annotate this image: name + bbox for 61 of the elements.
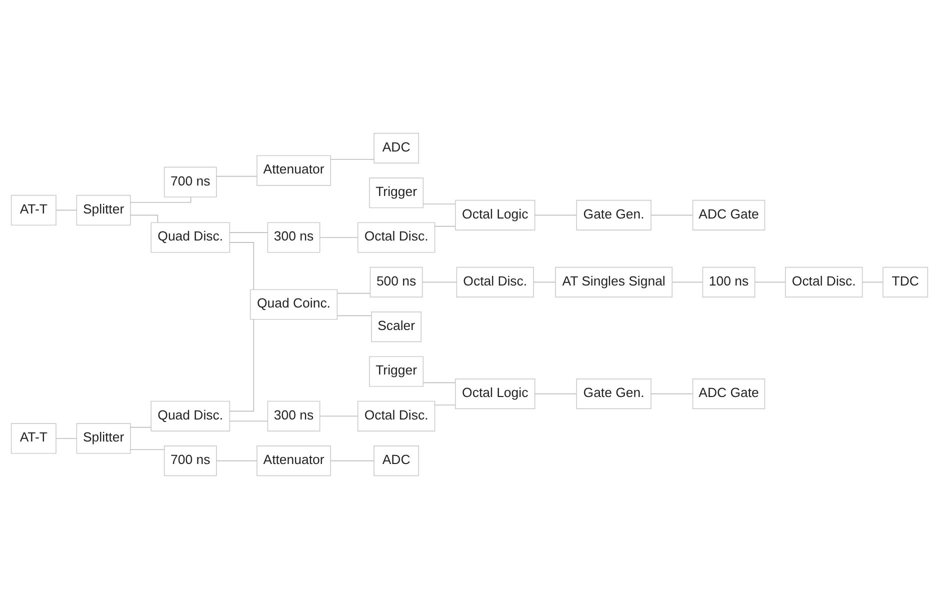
node-box: AT-T — [10, 194, 56, 226]
node-box: Scaler — [371, 311, 422, 342]
connector — [56, 209, 77, 210]
node-box: ADC Gate — [692, 378, 766, 409]
node-box: AT-T — [10, 422, 56, 454]
connector — [336, 314, 372, 316]
node-box: Trigger — [369, 177, 424, 208]
connector — [672, 281, 704, 282]
node-box: Trigger — [369, 356, 424, 386]
node-box: Gate Gen. — [576, 199, 652, 230]
connector — [434, 404, 456, 405]
node-box: ADC — [374, 132, 420, 163]
connector — [336, 292, 370, 294]
connector — [229, 420, 268, 422]
node-box: AT Singles Signal — [555, 266, 673, 297]
connector — [533, 281, 556, 282]
connector — [422, 382, 456, 383]
connector — [130, 426, 152, 428]
connector — [216, 460, 258, 461]
node-box: Octal Disc. — [785, 266, 863, 297]
node-box: Octal Disc. — [357, 400, 436, 431]
connector — [130, 448, 165, 450]
node-box: ADC Gate — [692, 199, 766, 230]
node-box: Splitter — [76, 422, 131, 454]
node-box: 100 ns — [702, 266, 756, 297]
node-box: Octal Disc. — [357, 222, 436, 252]
node-box: Octal Logic — [455, 199, 536, 230]
node-box: Gate Gen. — [576, 378, 652, 409]
connector — [130, 196, 192, 202]
node-box: Splitter — [76, 194, 131, 226]
connector — [216, 175, 258, 176]
connector — [754, 281, 786, 282]
node-box: 700 ns — [164, 445, 217, 476]
connector — [319, 236, 358, 238]
node-box: Octal Logic — [455, 378, 536, 409]
node-box: 700 ns — [164, 166, 217, 197]
node-box: Quad Disc. — [150, 400, 230, 431]
node-box: Attenuator — [256, 154, 331, 186]
connector — [330, 158, 374, 160]
connector — [422, 203, 456, 204]
node-box: Attenuator — [256, 445, 331, 476]
connector — [434, 225, 456, 226]
node-box: 300 ns — [267, 222, 320, 252]
node-box: Octal Disc. — [456, 266, 534, 297]
node-box: ADC — [374, 445, 420, 476]
connector — [319, 415, 358, 416]
connector — [330, 460, 374, 461]
connector — [862, 281, 884, 282]
connector — [650, 214, 693, 216]
node-box: Quad Coinc. — [250, 288, 338, 320]
connector — [130, 214, 158, 222]
connector — [534, 392, 577, 394]
connector — [229, 318, 254, 412]
connector — [422, 281, 457, 282]
connector — [650, 392, 693, 394]
node-box: 300 ns — [267, 400, 320, 431]
connector — [534, 214, 577, 216]
node-box: 500 ns — [370, 266, 423, 297]
node-box: Quad Disc. — [150, 222, 230, 252]
node-box: TDC — [882, 266, 928, 297]
connector — [229, 242, 254, 290]
